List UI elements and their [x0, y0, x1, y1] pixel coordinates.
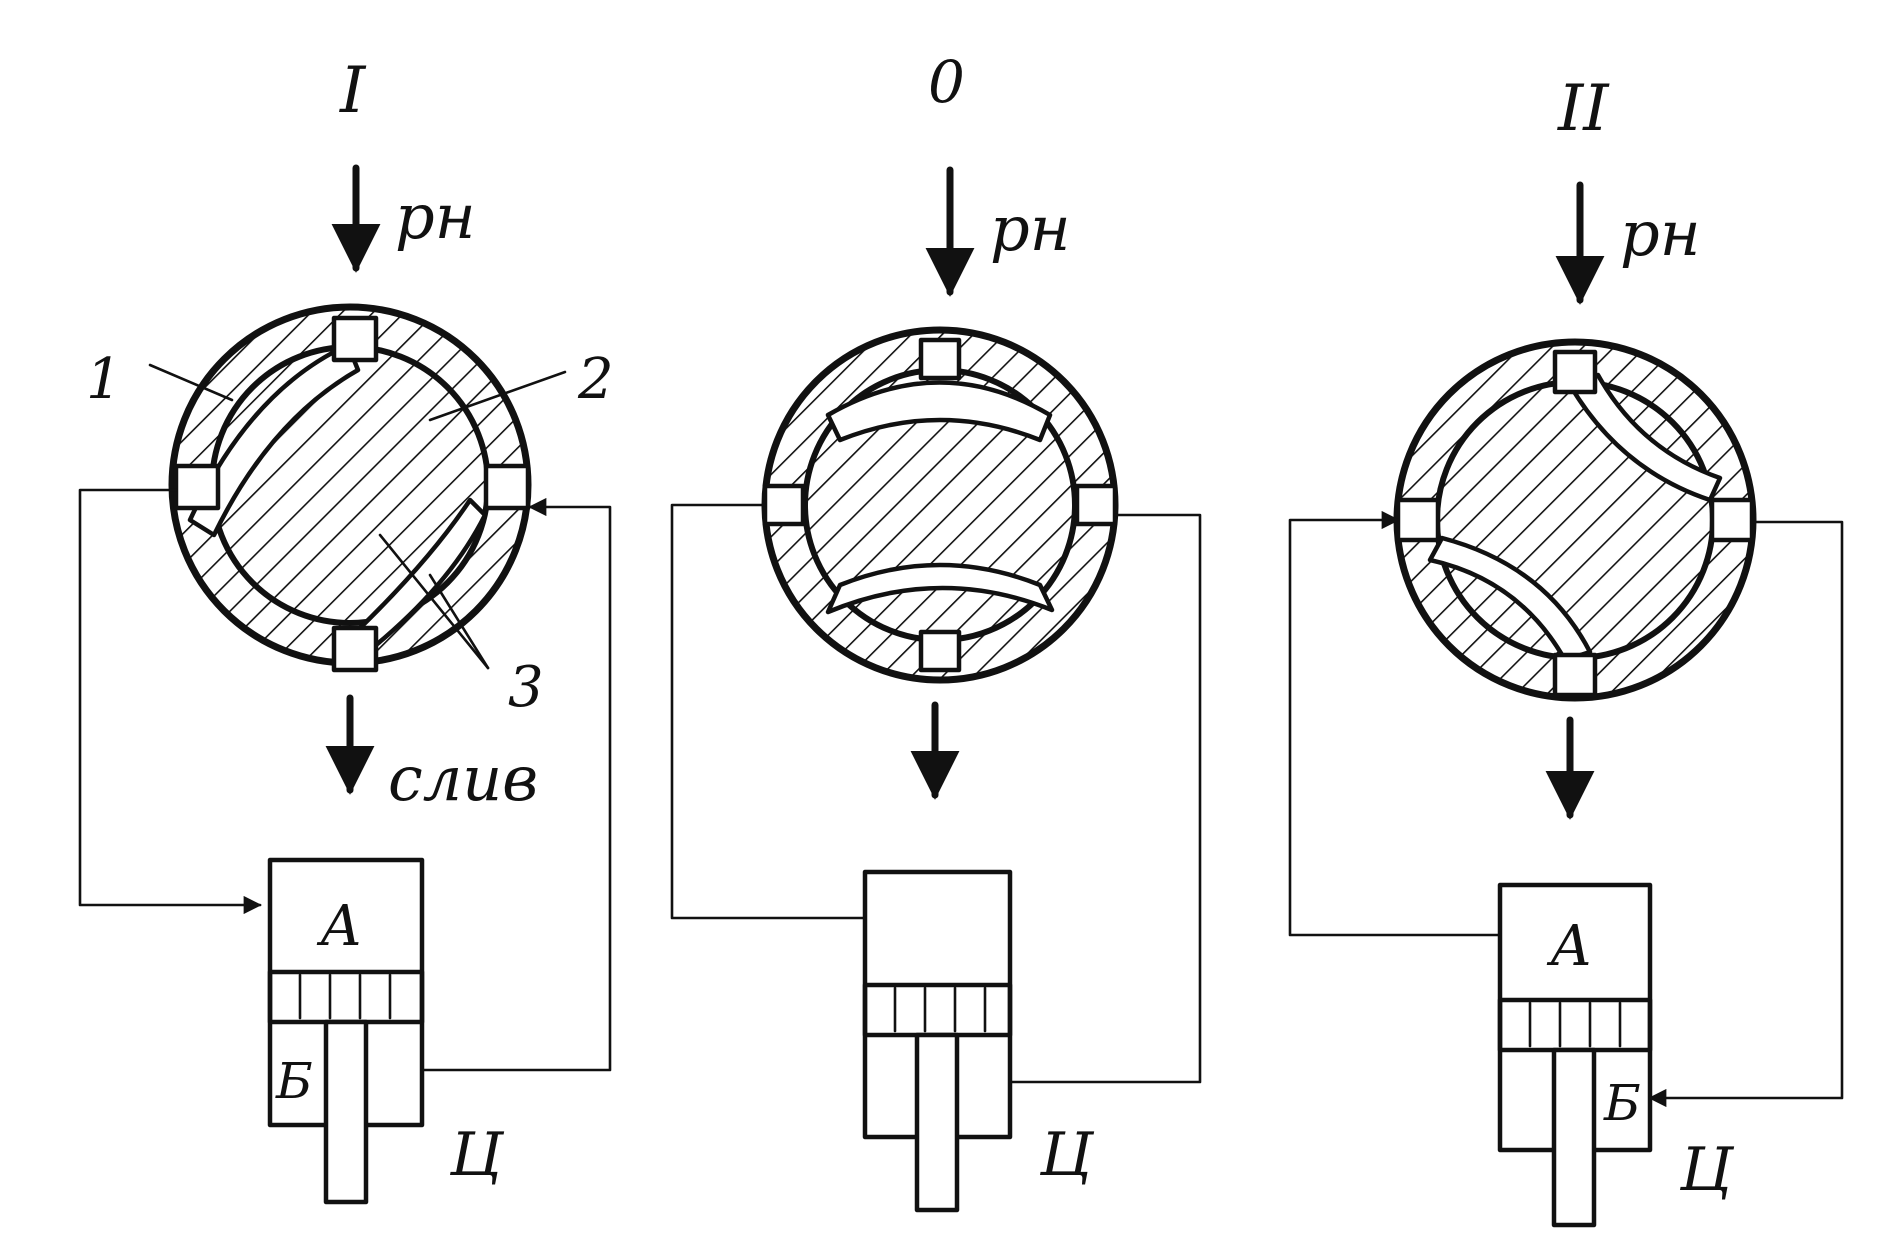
callout-three: 3: [508, 655, 544, 720]
cylinder-label: Ц: [1679, 1135, 1735, 1205]
line-from-chamber-a: [1288, 510, 1502, 937]
chamber-a-label: А: [1546, 914, 1592, 979]
leader-three-a: [378, 533, 490, 670]
chamber-b-label: Б: [1603, 1074, 1641, 1132]
line-to-chamber-a: [670, 503, 867, 920]
position-two-group: II pн А Б Ц: [1288, 72, 1844, 1228]
line-to-chamber-a: [78, 488, 262, 915]
position-zero-group: 0 pн Ц: [670, 48, 1202, 1213]
position-two-label: II: [1557, 72, 1610, 146]
cylinder-label: Ц: [449, 1120, 505, 1190]
pressure-label: pн: [395, 180, 476, 253]
leader-three-b: [428, 573, 490, 670]
pressure-label: pн: [990, 192, 1071, 265]
callout-one: 1: [86, 347, 122, 412]
cylinder-label: Ц: [1039, 1120, 1095, 1190]
line-from-chamber-b: [1008, 513, 1202, 1084]
line-from-chamber-b: [418, 497, 612, 1072]
rotary-valve-two: [1393, 338, 1757, 702]
rotary-valve-one: [168, 303, 532, 673]
line-to-chamber-b: [1648, 520, 1844, 1108]
pressure-label: pн: [1620, 197, 1701, 270]
chamber-b-label: Б: [275, 1052, 313, 1110]
hydraulic-cylinder-one: [267, 857, 425, 1205]
position-one-group: I pн 1 2 3 слив: [78, 54, 614, 1205]
rotary-valve-zero: [761, 326, 1119, 684]
drain-label: слив: [388, 742, 538, 815]
hydraulic-cylinder-zero: [862, 869, 1013, 1213]
position-one-label: I: [339, 54, 367, 128]
callout-two: 2: [577, 347, 614, 412]
chamber-a-label: А: [316, 894, 362, 959]
leader-one: [148, 363, 234, 402]
leader-two: [428, 370, 567, 422]
position-zero-label: 0: [928, 48, 965, 116]
hydraulic-cylinder-two: [1497, 882, 1653, 1228]
